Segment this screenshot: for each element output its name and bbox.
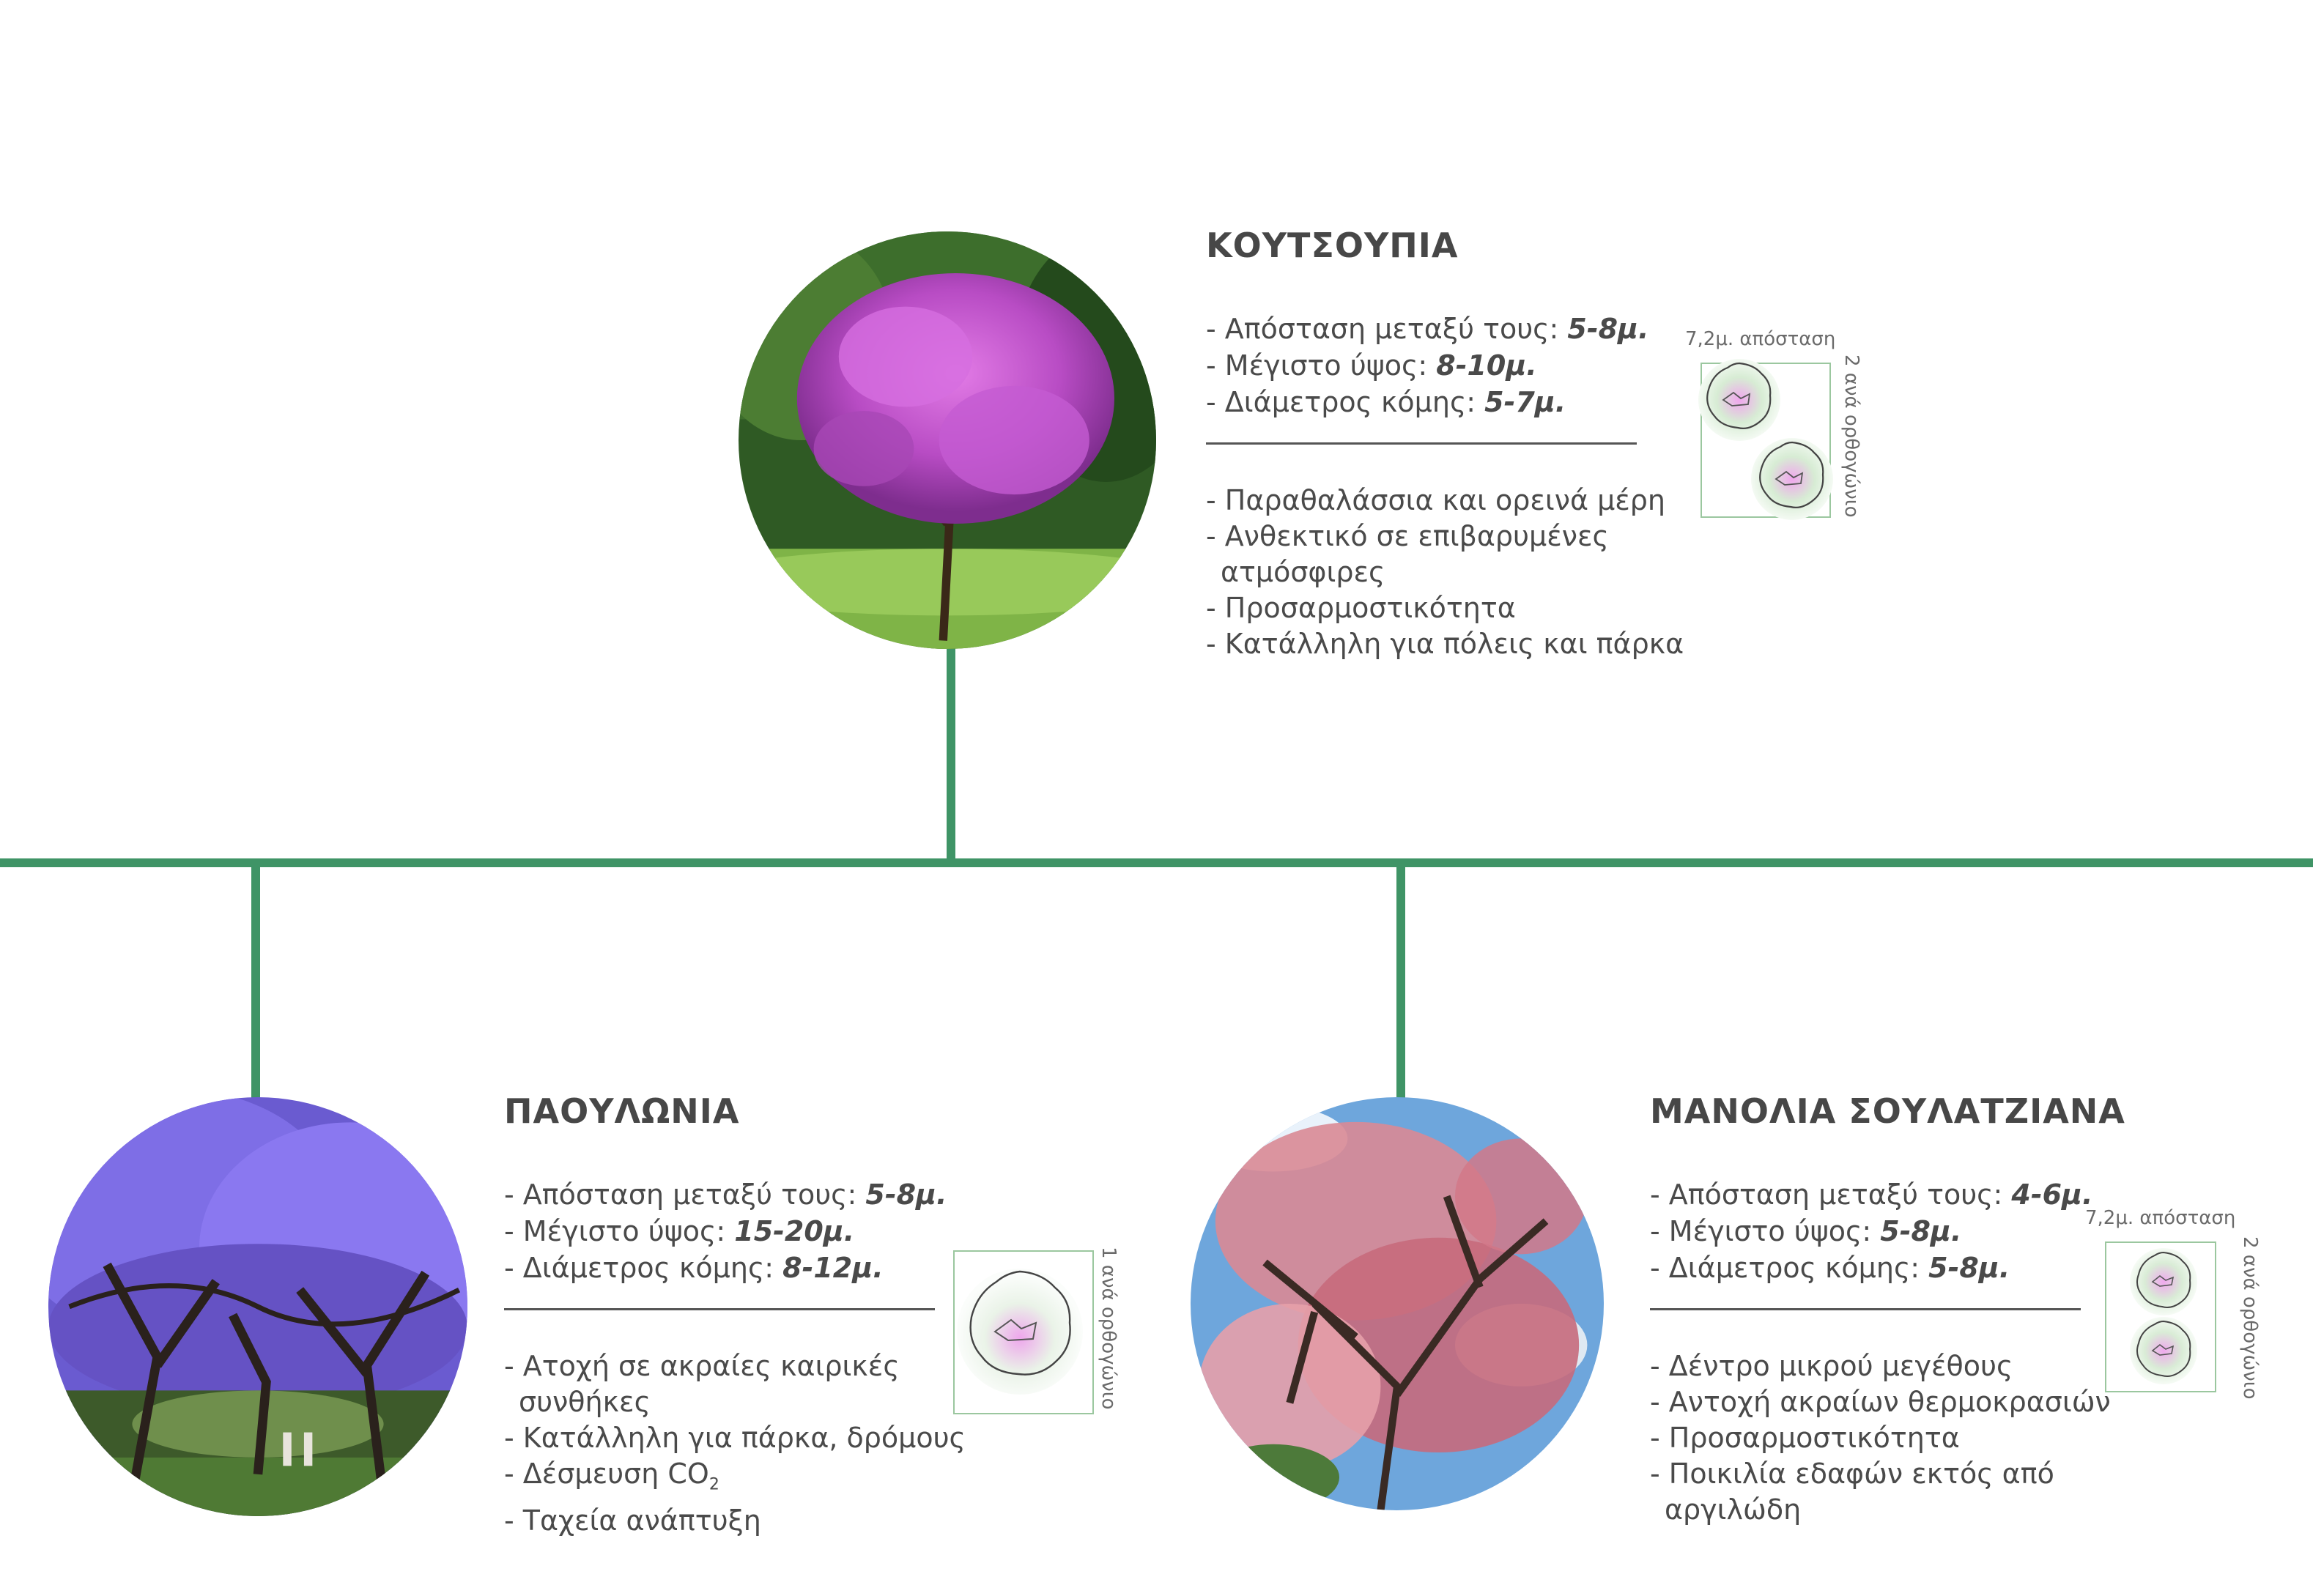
connector-manolia (1396, 863, 1405, 1102)
plan-diagram (953, 1250, 1094, 1414)
feature-item-continued: συνθήκες (519, 1386, 651, 1418)
feature-item-continued: ατμόσφιρες (1221, 556, 1385, 588)
spec-spacing: - Απόσταση μεταξύ τους: 4-6μ. (1650, 1179, 2093, 1211)
feature-list: - Παραθαλάσσια και ορεινά μέρη - Ανθεκτι… (1206, 483, 1684, 662)
spec-spacing: - Απόσταση μεταξύ τους: 5-8μ. (1206, 313, 1649, 345)
feature-item: - Παραθαλάσσια και ορεινά μέρη (1206, 484, 1665, 516)
plan-count-label: 2 ανά ορθογώνιο (1840, 355, 1862, 518)
plan-diagram (2105, 1241, 2216, 1392)
spec-crown-diameter: - Διάμετρος κόμης: 8-12μ. (504, 1252, 884, 1284)
spec-max-height: - Μέγιστο ύψος: 5-8μ. (1650, 1215, 1962, 1247)
koutsoupia-info: ΚΟΥΤΣΟΥΠΙΑ - Απόσταση μεταξύ τους: 5-8μ.… (1206, 226, 1684, 662)
feature-item: - Προσαρμοστικότητα (1206, 592, 1516, 624)
connector-koutsoupia (947, 645, 955, 863)
plan-spacing-label: 7,2μ. απόσταση (1685, 328, 1836, 350)
divider (1650, 1308, 2081, 1310)
feature-item: - Προσαρμοστικότητα (1650, 1422, 1960, 1454)
plan-count-label: 2 ανά ορθογώνιο (2239, 1236, 2261, 1400)
plan-spacing-label: 7,2μ. απόσταση (2085, 1207, 2236, 1229)
divider (1206, 442, 1637, 445)
feature-item: - Ταχεία ανάπτυξη (504, 1504, 761, 1537)
plan-diagram (1698, 359, 1833, 520)
manolia-planting-plan: 7,2μ. απόσταση 2 ανά ορθογώνιο (2085, 1207, 2276, 1412)
koutsoupia-photo (739, 231, 1156, 649)
manolia-photo (1191, 1097, 1604, 1510)
connector-paoulonia (251, 863, 260, 1102)
feature-list: - Δέντρο μικρού μεγέθους - Αντοχή ακραίω… (1650, 1348, 2111, 1528)
feature-item: - Αντοχή ακραίων θερμοκρασιών (1650, 1386, 2111, 1418)
paoulonia-planting-plan: 1 ανά ορθογώνιο (950, 1247, 1140, 1422)
spec-spacing: - Απόσταση μεταξύ τους: 5-8μ. (504, 1179, 947, 1211)
feature-list: - Ατοχή σε ακραίες καιρικές συνθήκες - Κ… (504, 1348, 966, 1539)
spec-max-height: - Μέγιστο ύψος: 15-20μ. (504, 1215, 855, 1247)
feature-item: - Ατοχή σε ακραίες καιρικές (504, 1350, 900, 1382)
feature-item-co2: - Δέσμευση CO2 (504, 1458, 719, 1494)
spec-max-height: - Μέγιστο ύψος: 8-10μ. (1206, 349, 1537, 382)
tree-name: ΜΑΝΟΛΙΑ ΣΟΥΛΑΤΖΙΑΝΑ (1650, 1091, 2125, 1131)
paoulonia-info: ΠΑΟΥΛΩΝΙΑ - Απόσταση μεταξύ τους: 5-8μ. … (504, 1091, 966, 1539)
feature-item-continued: αργιλώδη (1665, 1493, 1802, 1526)
spec-crown-diameter: - Διάμετρος κόμης: 5-8μ. (1650, 1252, 2010, 1284)
manolia-info: ΜΑΝΟΛΙΑ ΣΟΥΛΑΤΖΙΑΝΑ - Απόσταση μεταξύ το… (1650, 1091, 2125, 1528)
koutsoupia-planting-plan: 7,2μ. απόσταση 2 ανά ορθογώνιο (1685, 328, 1868, 533)
tree-name: ΚΟΥΤΣΟΥΠΙΑ (1206, 226, 1459, 265)
feature-item: - Ανθεκτικό σε επιβαρυμένες (1206, 520, 1609, 552)
tree-name: ΠΑΟΥΛΩΝΙΑ (504, 1091, 740, 1131)
feature-item: - Κατάλληλη για πόλεις και πάρκα (1206, 628, 1684, 660)
feature-item: - Κατάλληλη για πάρκα, δρόμους (504, 1422, 966, 1454)
spec-crown-diameter: - Διάμετρος κόμης: 5-7μ. (1206, 386, 1566, 418)
feature-item: - Δέντρο μικρού μεγέθους (1650, 1350, 2013, 1382)
feature-item: - Ποικιλία εδαφών εκτός από (1650, 1458, 2054, 1490)
horizontal-connector (0, 858, 2313, 867)
paoulonia-photo (48, 1097, 467, 1516)
divider (504, 1308, 935, 1310)
plan-count-label: 1 ανά ορθογώνιο (1098, 1247, 1120, 1410)
